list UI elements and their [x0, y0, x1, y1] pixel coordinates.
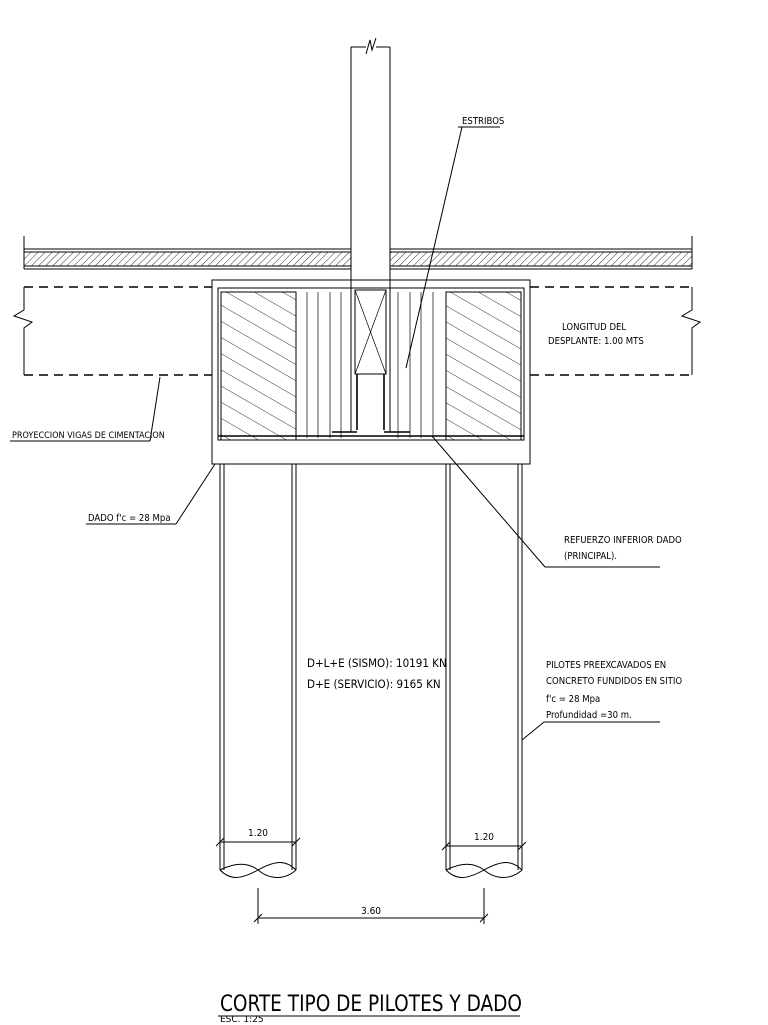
label-estribos: ESTRIBOS — [405, 116, 504, 369]
svg-text:(PRINCIPAL).: (PRINCIPAL). — [564, 551, 617, 562]
svg-text:CONCRETO FUNDIDOS EN SITIO: CONCRETO FUNDIDOS EN SITIO — [546, 676, 682, 687]
dimension-pile-left: 1.20 — [215, 828, 301, 847]
svg-text:PROYECCION VIGAS DE CIMENTACIO: PROYECCION VIGAS DE CIMENTACION — [12, 431, 165, 441]
svg-text:DADO f'c = 28 Mpa: DADO f'c = 28 Mpa — [88, 513, 171, 524]
svg-text:REFUERZO INFERIOR DADO: REFUERZO INFERIOR DADO — [564, 535, 682, 546]
label-longitud-desplante: LONGITUD DEL DESPLANTE: 1.00 MTS — [548, 322, 644, 347]
dim-pile-left-label: 1.20 — [248, 828, 268, 839]
grade-beam-projection — [12, 286, 702, 376]
dim-pile-right-label: 1.20 — [474, 832, 494, 843]
load-sismo: D+L+E (SISMO): 10191 KN — [307, 656, 447, 670]
column — [332, 37, 410, 433]
title-main: CORTE TIPO DE PILOTES Y DADO — [220, 992, 522, 1017]
label-proyeccion-vigas: PROYECCION VIGAS DE CIMENTACION — [10, 376, 165, 442]
stirrups — [306, 292, 434, 438]
floor-slab — [23, 236, 693, 270]
pile-right — [445, 464, 523, 878]
dimension-pile-right: 1.20 — [441, 832, 527, 851]
svg-text:f'c = 28 Mpa: f'c = 28 Mpa — [546, 694, 600, 705]
label-refuerzo-inferior: REFUERZO INFERIOR DADO (PRINCIPAL). — [431, 435, 682, 568]
title-scale: ESC. 1:25 — [220, 1015, 264, 1025]
svg-text:ESTRIBOS: ESTRIBOS — [462, 116, 504, 127]
pile-left — [219, 464, 297, 878]
pile-cap — [211, 279, 531, 465]
drawing-title: CORTE TIPO DE PILOTES Y DADO — [218, 992, 522, 1017]
label-cargas: D+L+E (SISMO): 10191 KN D+E (SERVICIO): … — [307, 656, 447, 691]
dimension-pile-spacing: 3.60 — [253, 888, 489, 924]
label-pilotes: PILOTES PREEXCAVADOS EN CONCRETO FUNDIDO… — [521, 660, 682, 741]
svg-text:DESPLANTE: 1.00 MTS: DESPLANTE: 1.00 MTS — [548, 336, 644, 347]
svg-text:LONGITUD DEL: LONGITUD DEL — [562, 322, 626, 333]
svg-text:Profundidad =30 m.: Profundidad =30 m. — [546, 710, 632, 721]
svg-text:PILOTES PREEXCAVADOS EN: PILOTES PREEXCAVADOS EN — [546, 660, 666, 671]
dim-spacing-label: 3.60 — [361, 906, 381, 917]
load-servicio: D+E (SERVICIO): 9165 KN — [307, 677, 441, 691]
label-dado: DADO f'c = 28 Mpa — [86, 463, 216, 525]
